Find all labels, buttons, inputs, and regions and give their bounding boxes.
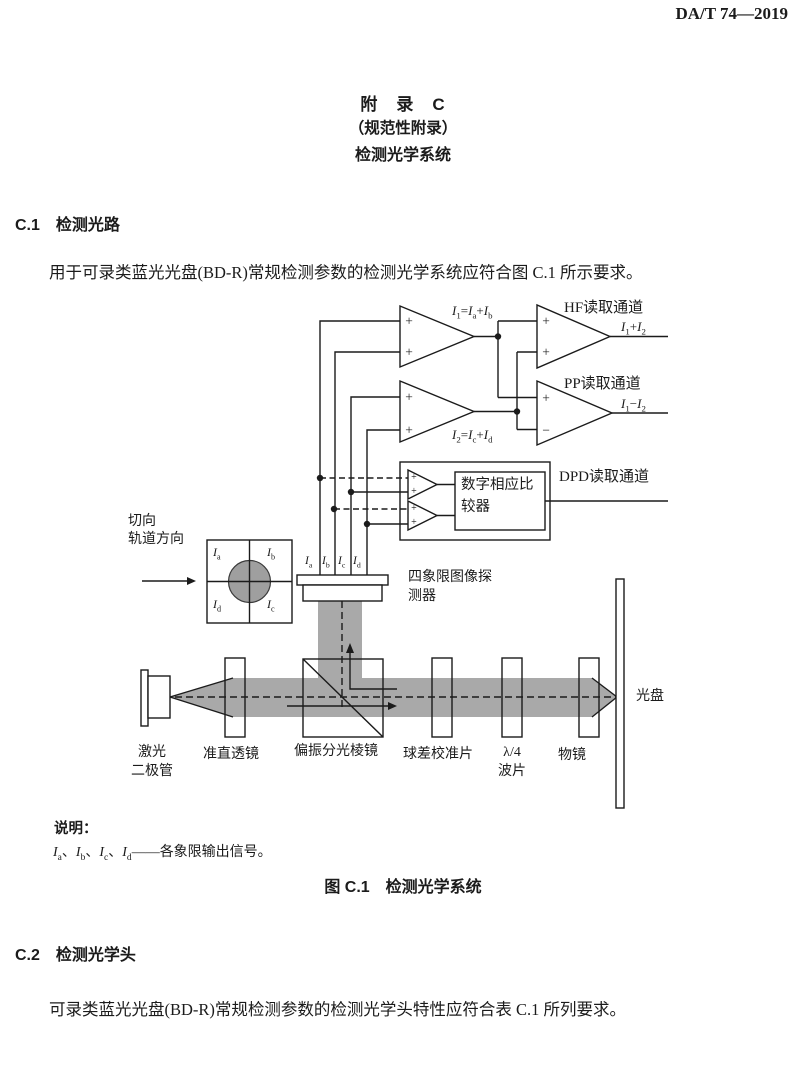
quarter-wave-plate-label: λ/4 波片 xyxy=(498,745,526,779)
hf-plus-sign-1: + xyxy=(542,313,550,329)
section-c2-heading: C.2 检测光学头 xyxy=(15,941,136,965)
hf-plus-sign-2: + xyxy=(542,344,550,360)
section-c1-heading: C.1 检测光路 xyxy=(15,211,120,235)
quadrant-label-tr: Ib xyxy=(267,545,276,562)
dpd-sign-3: + xyxy=(411,503,417,514)
pp-amp-shape xyxy=(536,379,614,447)
laser-diode-label: 激光 二极管 xyxy=(131,745,173,779)
sa-plate-label: 球差校准片 xyxy=(403,747,473,762)
pp-output-label: I1−I2 xyxy=(621,396,646,414)
hf-channel-label: HF读取通道 xyxy=(564,300,644,316)
pp-channel-label: PP读取通道 xyxy=(564,376,641,392)
beam-direction-arrows xyxy=(287,643,397,710)
dpd-sign-4: + xyxy=(411,517,417,528)
wire-label-id: Id xyxy=(353,555,361,570)
doc-number: DA/T 74—2019 xyxy=(675,4,788,23)
quarter-wave-plate-shape xyxy=(501,657,523,738)
optical-disc-label: 光盘 xyxy=(636,689,664,704)
track-direction-label: 切向 轨道方向 xyxy=(128,514,184,548)
quadrant-label-tl: Ia xyxy=(213,545,221,562)
wire-label-ib: Ib xyxy=(322,555,330,570)
collimating-lens-shape xyxy=(224,657,246,738)
sum2-formula-label: I2=Ic+Id xyxy=(452,427,493,445)
quadrant-detector-shape xyxy=(296,574,389,602)
section-c1-number: C.1 xyxy=(15,217,40,234)
spherical-aberration-plate-shape xyxy=(431,657,453,738)
appendix-subtitle: （规范性附录） xyxy=(348,120,458,137)
objective-lens-label: 物镜 xyxy=(558,748,586,763)
optical-axis xyxy=(142,601,616,707)
sum1-plus-sign-1: + xyxy=(405,313,413,329)
track-direction-arrow xyxy=(142,577,196,585)
sum2-plus-sign-1: + xyxy=(405,389,413,405)
pp-minus-sign: − xyxy=(542,422,550,438)
quadrant-label-bl: Id xyxy=(213,597,222,614)
appendix-title: 附 录 C xyxy=(360,95,446,114)
detector-wires xyxy=(319,320,400,575)
detector-label: 四象限图像探 测器 xyxy=(408,570,492,604)
notes-label: 说明： xyxy=(54,821,98,837)
dpd-channel-label: DPD读取通道 xyxy=(559,469,650,485)
section-c2-title: 检测光学头 xyxy=(55,947,136,964)
sum-amp2-shape xyxy=(399,379,476,444)
quadrant-label-br: Ic xyxy=(267,597,275,614)
pbs-label: 偏振分光棱镜 xyxy=(294,744,378,759)
wire-label-ia: Ia xyxy=(305,555,313,570)
sum1-plus-sign-2: + xyxy=(405,344,413,360)
section-c1-body: 用于可录类蓝光光盘(BD-R)常规检测参数的检测光学系统应符合图 C.1 所示要… xyxy=(49,263,643,282)
dpd-sign-2: + xyxy=(411,486,417,497)
notes-item: Ia、Ib、Ic、Id——各象限输出信号。 xyxy=(53,845,272,863)
appendix-name: 检测光学系统 xyxy=(354,147,451,164)
section-c2-number: C.2 xyxy=(15,947,40,964)
quadrant-spot-diagram xyxy=(206,539,293,624)
section-c1-title: 检测光路 xyxy=(55,217,120,234)
laser-diode-shape xyxy=(140,669,171,727)
dpd-block xyxy=(316,461,668,541)
optical-disc-shape xyxy=(615,578,625,809)
hf-output-label: I1+I2 xyxy=(621,319,646,337)
section-c2-body: 可录类蓝光光盘(BD-R)常规检测参数的检测光学头特性应符合表 C.1 所列要求… xyxy=(49,1000,627,1019)
comparator-label: 数字相应比 较器 xyxy=(461,477,534,515)
wire-label-ic: Ic xyxy=(338,555,346,570)
collimating-lens-label: 准直透镜 xyxy=(203,747,259,762)
polarizing-beam-splitter-shape xyxy=(302,658,384,738)
sum2-plus-sign-2: + xyxy=(405,422,413,438)
objective-lens-shape xyxy=(578,657,600,738)
dpd-sign-1: + xyxy=(411,472,417,483)
sum1-formula-label: I1=Ia+Ib xyxy=(452,303,493,321)
hf-amp-shape xyxy=(536,303,612,370)
figure-caption: 图 C.1 检测光学系统 xyxy=(324,879,482,896)
pp-plus-sign: + xyxy=(542,390,550,406)
sum-amp1-shape xyxy=(399,304,476,369)
